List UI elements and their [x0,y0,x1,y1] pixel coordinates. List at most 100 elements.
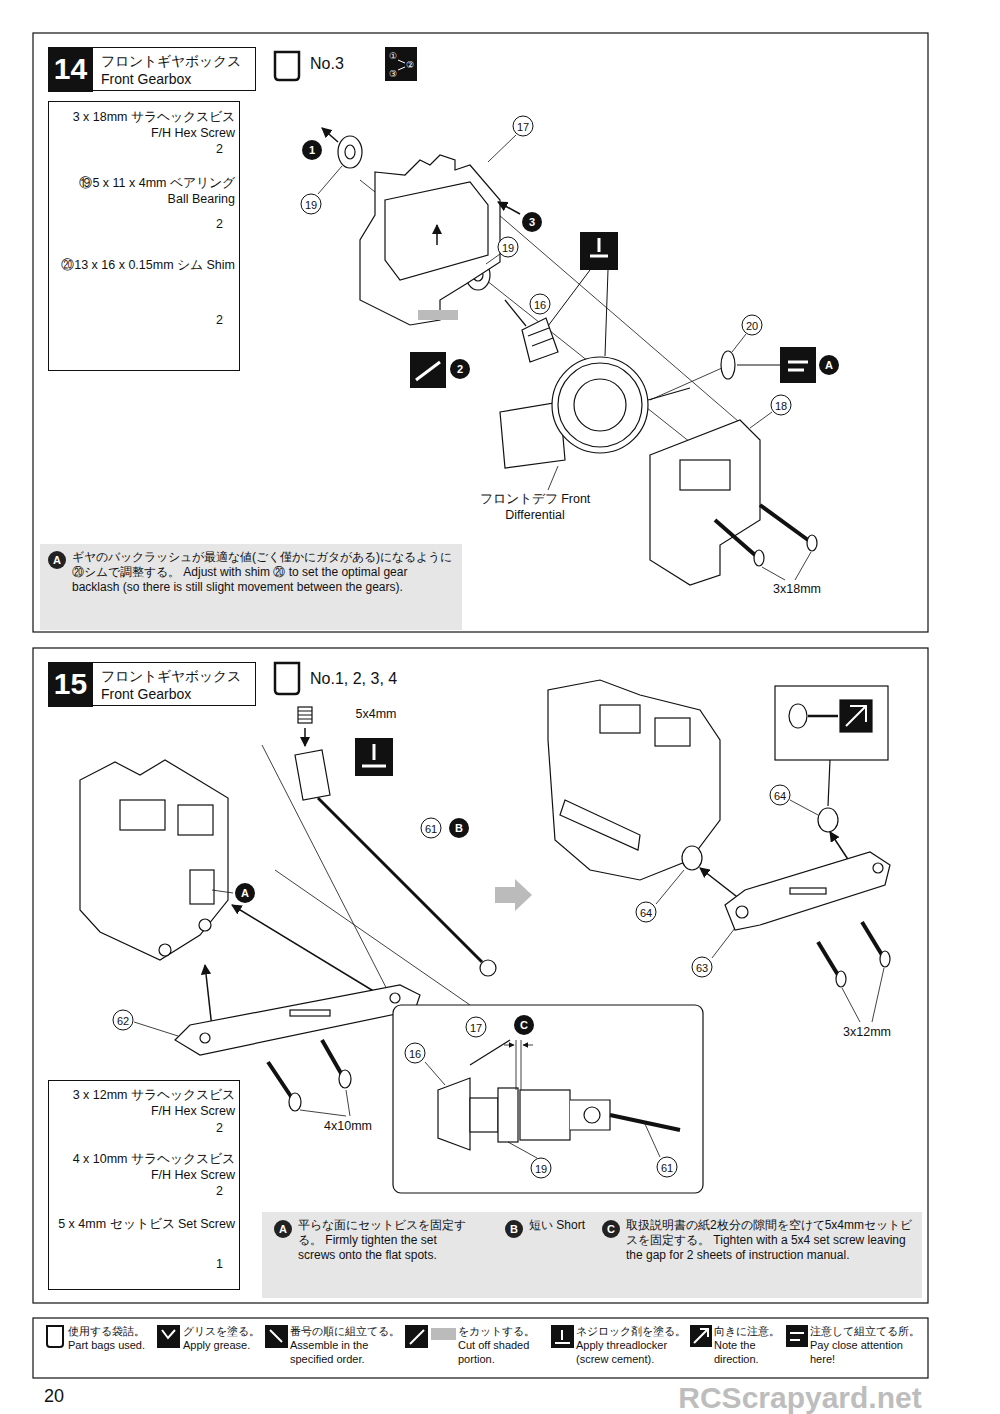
bag-number: No.3 [310,55,370,73]
part-caption: フロントデフ Front Differential [475,491,595,524]
dimension-label: 3x18mm [771,582,823,596]
part-name: ⑲5 x 11 x 4mm ベアリング Ball Bearing [57,175,235,208]
note-letter: A [274,1220,292,1238]
screw [322,1040,342,1075]
step-number-box: 14 [48,47,93,92]
detail-inset [393,1005,703,1193]
arrow [498,202,520,214]
part-count: 2 [216,217,223,231]
callout-letter: 1 [302,140,322,160]
bag-number: No.1, 2, 3, 4 [310,670,430,688]
detail-inset [504,1045,514,1046]
legend-icon [431,1328,456,1340]
plate-63 [873,863,883,873]
leader-line [346,1090,350,1116]
bag-callout: No.1, 2, 3, 4 [272,662,432,698]
screw [818,942,838,975]
order-icon [398,60,405,70]
dimension-label: 3x12mm [841,1025,893,1039]
arrow [436,225,438,245]
driveshaft-61 [318,798,482,962]
step-panel [33,648,928,1303]
leader-line [842,988,860,1022]
legend-icon-mark [555,1330,570,1343]
callout-letter: B [449,818,469,838]
callout-letter: A [235,883,255,903]
leader-line [712,928,735,958]
part-number: 18 [771,395,792,416]
gearbox-18 [650,420,760,585]
callout-letter: A [819,355,839,375]
screw [715,520,755,555]
parts-list: 3 x 12mm サラヘックスビス F/H Hex Screw24 x 10mm… [48,1080,240,1290]
bushing-64 [682,808,838,870]
part-number: 62 [113,1010,134,1031]
detail-inset [393,1005,703,1193]
gearbox-17 [360,155,500,325]
screw [862,922,882,955]
part-number: 20 [742,315,763,336]
legend-text: ネジロック剤を塗る。 Apply threadlocker (screw cem… [576,1325,686,1366]
detail-inset [521,1040,522,1090]
shim-20 [721,351,735,379]
step-header: 14フロントギヤボックス Front Gearbox [48,47,256,91]
detail-inset [610,1115,680,1130]
page-number: 20 [44,1386,64,1407]
front-differential [558,363,642,447]
leader-line [762,567,785,580]
driveshaft-61 [480,960,496,976]
direction-icon [775,686,888,806]
leader-line [488,135,516,162]
gearbox [655,718,690,746]
gearbox [600,705,640,733]
leader-line [300,1110,346,1116]
step-number: 14 [48,51,93,87]
leader-line [790,800,818,815]
part-number: 61 [421,818,442,839]
grease-icon [548,232,618,356]
part-number: 64 [636,902,657,923]
leader-line [548,466,558,490]
part-name: 5 x 4mm セットビス Set Screw [57,1216,235,1232]
next-arrow [495,879,532,911]
part-name: 3 x 12mm サラヘックスビス F/H Hex Screw [57,1087,235,1120]
legend-text: グリスを塗る。 Apply grease. [183,1325,263,1353]
direction-icon [808,715,838,718]
direction-icon [840,700,872,732]
front-differential [648,388,690,400]
gearbox [80,760,228,960]
part-number: 17 [466,1017,487,1038]
bag-icon [275,663,299,694]
gearbox [548,680,720,880]
arrow [205,728,855,1028]
leader-line [750,412,772,428]
legend-icon-mark [410,1330,424,1344]
legend-icon [551,1325,574,1348]
step-title: フロントギヤボックス Front Gearbox [101,53,253,88]
detail-inset [584,1107,600,1123]
leader-line [656,870,684,904]
part-number: 16 [530,294,551,315]
gearbox [560,800,640,850]
screw [339,1070,351,1088]
note-text: ギヤのバックラッシュが最適な値(ごく僅かにガタがある)になるように⑳シムで調整す… [72,550,454,595]
leader-line [212,890,233,893]
plate-62 [175,985,420,1055]
detail-inset [425,1062,445,1085]
note-letter: C [602,1220,620,1238]
plate-63 [736,906,748,918]
order-icon [385,47,417,81]
cut-icon [410,352,446,388]
callout-letter: C [514,1015,534,1035]
bearing-19 [338,136,362,168]
plate-62 [200,1033,210,1043]
leader-line [872,968,884,1022]
assembly-line [650,368,722,400]
leader-line [732,334,746,352]
callout-letter: 2 [450,359,470,379]
attention-icon [780,347,816,383]
part-count: 1 [216,1257,223,1271]
arrow [322,128,338,142]
set-screw [298,707,312,723]
part-number: 19 [531,1158,552,1179]
